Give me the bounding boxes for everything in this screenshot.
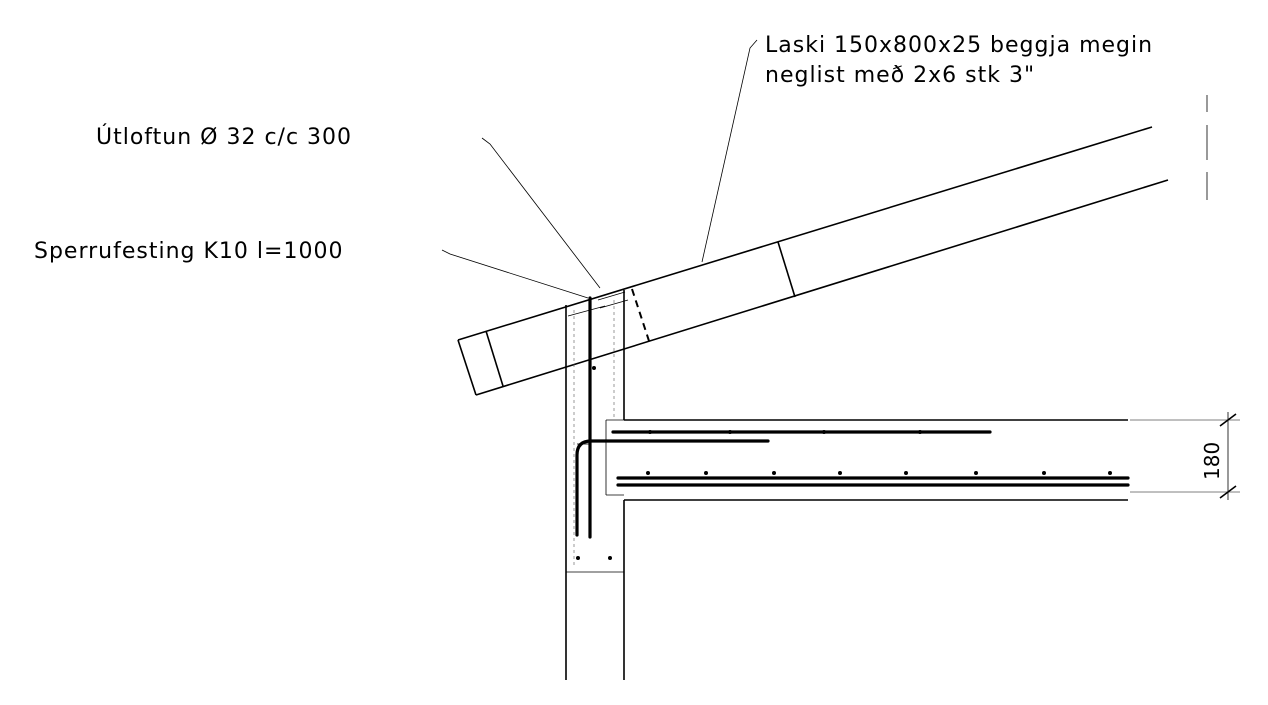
leaders bbox=[441, 39, 758, 299]
dimension-slab bbox=[1130, 412, 1240, 500]
wall-hook-bar bbox=[575, 439, 770, 537]
slab-thickness-dimension: 180 bbox=[1200, 442, 1224, 480]
laski-leader bbox=[701, 39, 758, 263]
floor-slab bbox=[605, 419, 1128, 501]
rafter-bottom-edge bbox=[475, 179, 1169, 396]
laski-label-line2: neglist með 2x6 stk 3" bbox=[765, 63, 1035, 88]
splice-plate-start-hidden bbox=[631, 288, 651, 345]
laski-label-line1: Laski 150x800x25 beggja megin bbox=[765, 33, 1153, 58]
splice-plate-end bbox=[777, 241, 796, 298]
utloftun-label: Útloftun Ø 32 c/c 300 bbox=[96, 124, 352, 150]
concrete-wall bbox=[565, 290, 625, 680]
rafter-tail-joint bbox=[485, 330, 504, 387]
utloftun-leader bbox=[481, 137, 601, 289]
sperrufesting-leader bbox=[441, 249, 589, 299]
rafter bbox=[457, 126, 1169, 396]
sperrufesting-label: Sperrufesting K10 l=1000 bbox=[34, 239, 343, 264]
rafter-top-edge bbox=[457, 126, 1153, 341]
rafter-end-cut bbox=[457, 339, 477, 396]
reinforcement bbox=[567, 291, 1130, 560]
